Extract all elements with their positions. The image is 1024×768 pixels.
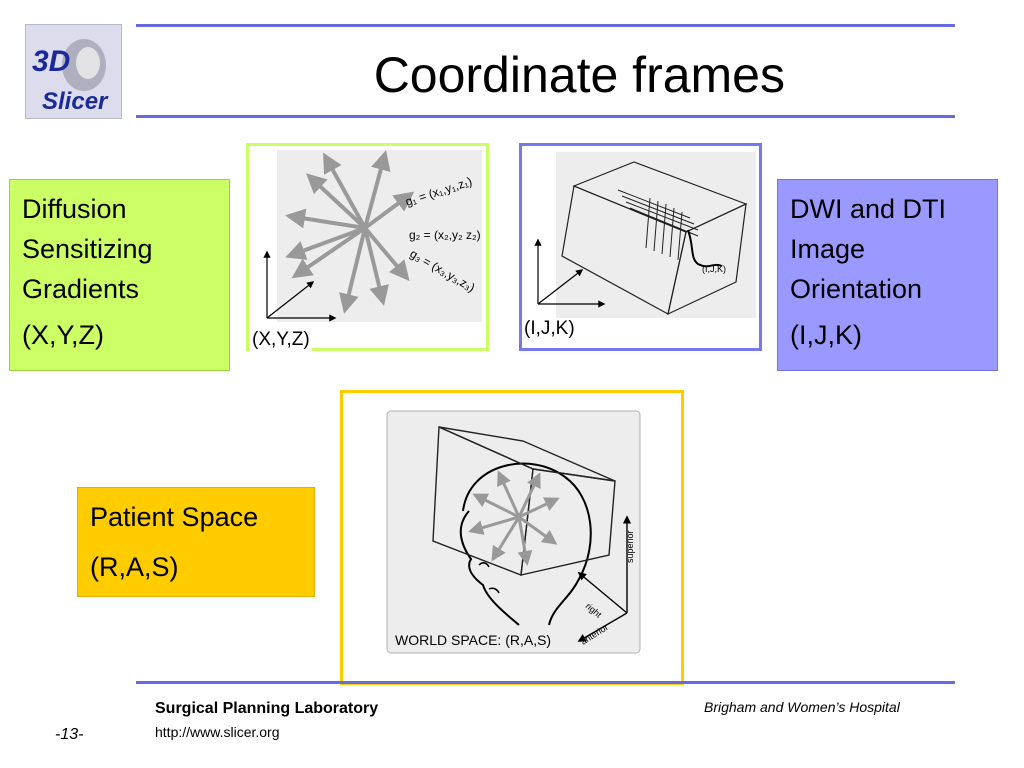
gradient-vectors-illustration: g₁ = (x₁,y₁,z₁) g₂ = (x₂,y₂ z₂) g₃ = (x₃… (263, 150, 482, 322)
image-volume-illustration: (I,J,K) (534, 152, 756, 318)
gradients-axis-label: (X,Y,Z) (250, 329, 312, 351)
slicer-logo-graphic: 3D Slicer (32, 39, 109, 115)
logo-text-slicer: Slicer (42, 88, 109, 115)
volume-axis-label: (I,J,K) (522, 318, 577, 340)
slide-title: Coordinate frames (373, 47, 785, 103)
diffusion-line-2: Sensitizing (22, 234, 153, 264)
footer-rule (136, 681, 955, 684)
world-space-figure: superior right anterior WORLD SPACE: (R,… (340, 390, 684, 685)
patient-space-box: Patient Space (R,A,S) (77, 487, 315, 597)
diffusion-line-1: Diffusion (22, 194, 127, 224)
title-rule-bottom (136, 115, 955, 118)
dwi-line-3: Orientation (790, 274, 923, 304)
world-space-illustration: superior right anterior WORLD SPACE: (R,… (386, 410, 641, 654)
superior-axis-label: superior (625, 530, 635, 563)
voxel-ijk-label: (I,J,K) (702, 264, 726, 274)
diffusion-coords: (X,Y,Z) (22, 320, 105, 350)
world-space-caption: WORLD SPACE: (R,A,S) (395, 632, 551, 648)
footer-lab-name: Surgical Planning Laboratory (155, 700, 379, 717)
volume-figure: (I,J,K) (519, 143, 762, 351)
footer-url: http://www.slicer.org (155, 724, 280, 740)
patient-coords: (R,A,S) (90, 552, 179, 582)
gradient-g2-label: g₂ = (x₂,y₂ z₂) (409, 228, 481, 242)
dwi-line-2: Image (790, 234, 866, 264)
footer-hospital: Brigham and Women’s Hospital (704, 699, 900, 715)
page-number: -13- (55, 726, 84, 743)
title-rule-top (136, 24, 955, 27)
slicer-logo: 3D Slicer (25, 24, 122, 119)
dwi-coords: (I,J,K) (790, 320, 862, 350)
diffusion-line-3: Gradients (22, 274, 140, 304)
gradients-figure: g₁ = (x₁,y₁,z₁) g₂ = (x₂,y₂ z₂) g₃ = (x₃… (246, 143, 489, 351)
patient-line-1: Patient Space (90, 502, 259, 532)
logo-text-3d: 3D (32, 45, 70, 78)
dwi-orientation-box: DWI and DTI Image Orientation (I,J,K) (777, 179, 998, 371)
diffusion-gradients-box: Diffusion Sensitizing Gradients (X,Y,Z) (9, 179, 230, 371)
dwi-line-1: DWI and DTI (790, 194, 947, 224)
